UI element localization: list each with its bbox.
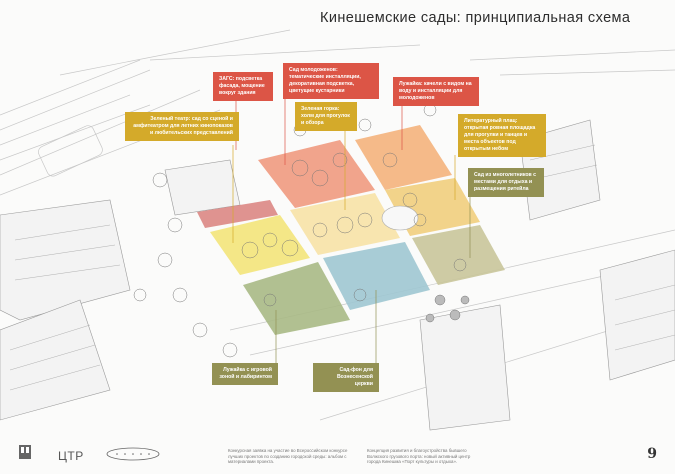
zone-green-hill bbox=[290, 193, 400, 255]
label-lawn-swings: Лужайка: качели с видом на воду и инстал… bbox=[393, 77, 479, 106]
label-green-theatre: Зеленый театр: сад со сценой и амфитеатр… bbox=[125, 112, 239, 141]
page-number: 9 bbox=[647, 446, 657, 462]
label-literary-square: Литературный плац: открытая ровная площа… bbox=[458, 114, 546, 157]
label-perennials-garden: Сад из многолетников с местами для отдых… bbox=[468, 168, 544, 197]
zone-newlyweds-garden bbox=[258, 140, 375, 208]
label-church-garden: Сад-фон для Вознесенской церкви bbox=[313, 363, 379, 392]
label-green-hill: Зеленая горка: холм для прогулок и обзор… bbox=[295, 102, 357, 131]
footer-text-right: Концепция развития и благоустройства быв… bbox=[367, 448, 471, 465]
page-title: Кинешемские сады: принципиальная схема bbox=[320, 10, 631, 26]
label-newlyweds-garden: Сад молодоженов: тематические инсталляци… bbox=[283, 63, 379, 99]
zone-church-garden bbox=[323, 242, 430, 310]
label-lawn-playground: Лужайка с игровой зоной и лабиринтом bbox=[212, 363, 278, 385]
label-zags: ЗАГС: подсветка фасада, мощение вокруг з… bbox=[213, 72, 273, 101]
zone-lawn-swings bbox=[355, 125, 452, 190]
zone-lawn-playground bbox=[243, 262, 350, 335]
utp-logo: ЦТР bbox=[58, 449, 84, 463]
footer-text-left: Конкурсная заявка на участие во Всеросси… bbox=[228, 448, 348, 465]
zone-green-theatre bbox=[210, 215, 310, 275]
zone-perennials-garden bbox=[412, 225, 505, 285]
logo-icon bbox=[19, 445, 31, 459]
oval-logo-icon bbox=[106, 447, 160, 461]
zone-red-strip bbox=[197, 200, 278, 228]
